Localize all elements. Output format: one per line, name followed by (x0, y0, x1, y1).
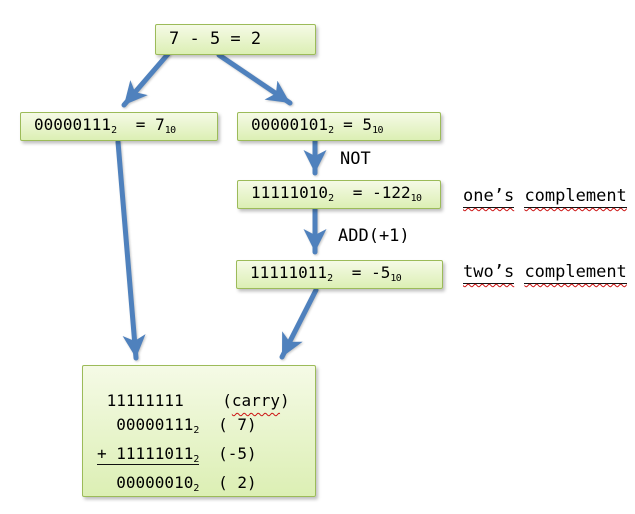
box-addition-result: 11111111 (carry) 000001112 ( 7) + 111110… (82, 365, 316, 497)
box-equation: 7 - 5 = 2 (155, 24, 316, 55)
sum-line-carry: 11111111 (carry) (97, 391, 290, 410)
binary-seven-text: 000001112 = 710 (34, 115, 176, 136)
add-operation-label: ADD(+1) (338, 226, 410, 246)
equation-text: 7 - 5 = 2 (169, 29, 262, 49)
sum-line-seven: 000001112 ( 7) (97, 414, 257, 436)
sum-line-result: 000000102 ( 2) (97, 473, 257, 494)
ones-complement-text: 111110102 = -12210 (251, 183, 422, 204)
arrow-equation-to-five (216, 52, 293, 106)
box-twos-complement: 111110112 = -510 (236, 260, 443, 289)
box-binary-seven: 000001112 = 710 (20, 112, 218, 141)
twos-complement-label: two’s complement (463, 262, 627, 284)
arrow-equation-to-seven (121, 51, 171, 108)
box-ones-complement: 111110102 = -12210 (237, 180, 441, 209)
sum-line-minus-five: + 111110112 (-5) (97, 443, 257, 465)
binary-five-text: 000001012 = 510 (251, 115, 383, 136)
ones-complement-label: one’s complement (463, 186, 627, 208)
box-binary-five: 000001012 = 510 (237, 112, 441, 141)
twos-complement-text: 111110112 = -510 (250, 263, 402, 284)
arrow-seven-to-sum (115, 139, 146, 361)
not-operation-label: NOT (340, 149, 371, 169)
arrow-twos-to-sum (279, 287, 319, 360)
